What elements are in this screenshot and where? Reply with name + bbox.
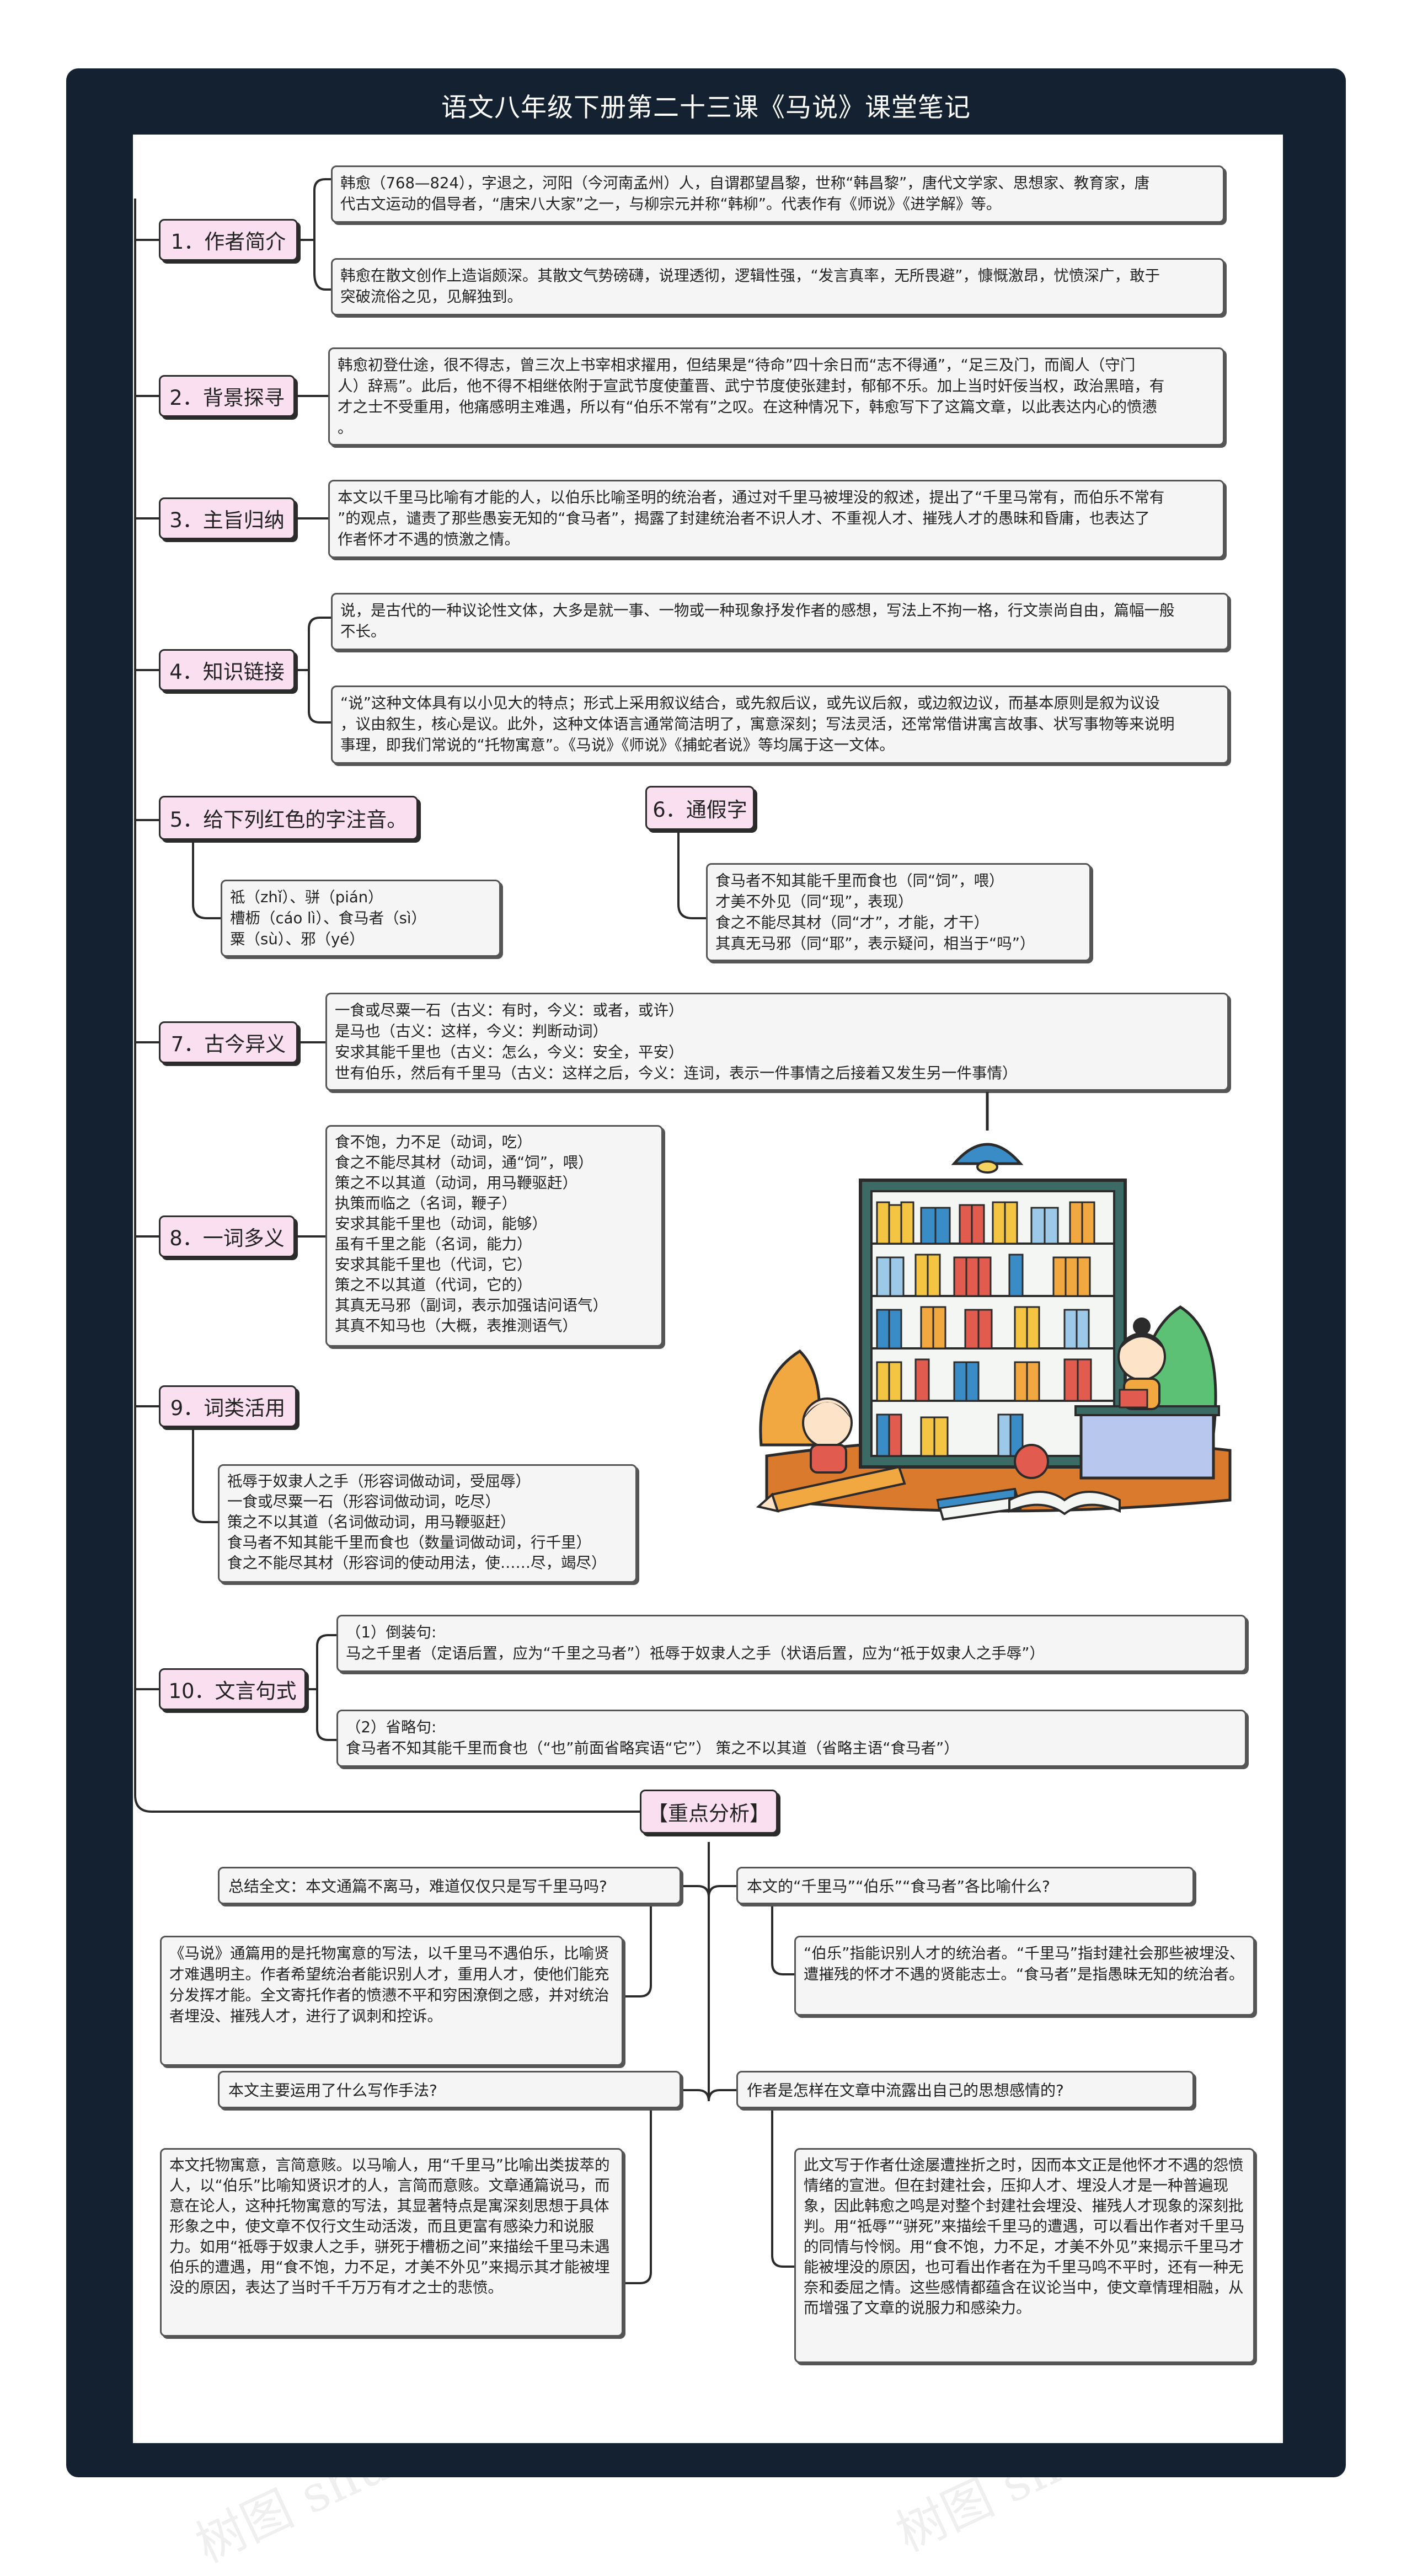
analysis-question[interactable]: 作者是怎样在文章中流露出自己的思想感情的? [736, 2071, 1194, 2108]
topic-polysemy[interactable]: 8．一词多义 [159, 1215, 295, 1257]
topic-theme[interactable]: 3．主旨归纳 [159, 497, 295, 539]
topic-background[interactable]: 2．背景探寻 [159, 375, 295, 417]
topic-label: 【重点分析】 [648, 1802, 770, 1825]
note-card: 本文以千里马比喻有才能的人，以伯乐比喻圣明的统治者，通过对千里马被埋没的叙述，提… [328, 480, 1224, 558]
analysis-question[interactable]: 本文主要运用了什么写作手法? [218, 2071, 681, 2108]
note-line: 槽枥（cáo lì）、食马者（sì） [230, 909, 427, 927]
note-card: （2）省略句: 食马者不知其能千里而食也（“也”前面省略宾语“它”） 策之不以其… [336, 1710, 1247, 1767]
note-line: 食之不能尽其材（形容词的使动用法，使……尽，竭尽） [227, 1554, 607, 1572]
note-line: 食马者不知其能千里而食也（同“饲”，喂） [715, 872, 1004, 890]
topic-label: 9．词类活用 [170, 1396, 286, 1420]
note-line: ，议由叙生，核心是议。此外，这种文体语言通常简洁明了，寓意深刻；写法灵活，还常常… [340, 715, 1175, 733]
note-line: 策之不以其道（名词做动词，用马鞭驱赶） [227, 1513, 516, 1531]
note-card: 说，是古代的一种议论性文体，大多是就一事、一物或一种现象抒发作者的感想，写法上不… [331, 593, 1229, 650]
note-card: “说”这种文体具有以小见大的特点；形式上采用叙议结合，或先叙后议，或先议后叙，或… [331, 685, 1229, 764]
note-line: 马之千里者（定语后置，应为“千里之马者”）祗辱于奴隶人之手（状语后置，应为“祗于… [346, 1645, 1045, 1662]
note-line: 其真无马邪（同“耶”，表示疑问，相当于“吗”） [715, 935, 1035, 952]
analysis-question[interactable]: 本文的“千里马”“伯乐”“食马者”各比喻什么? [736, 1867, 1194, 1904]
note-card: 一食或尽粟一石（古义：有时，今义：或者，或许） 是马也（古义：这样，今义：判断动… [325, 993, 1229, 1091]
note-line: 是马也（古义：这样，今义：判断动词） [335, 1022, 608, 1040]
note-line: ”的观点，谴责了那些愚妄无知的“食马者”，揭露了封建统治者不识人才、不重视人才、… [338, 510, 1150, 527]
topic-label: 2．背景探寻 [169, 386, 285, 410]
topic-label: 3．主旨归纳 [169, 508, 285, 532]
note-card: 祗辱于奴隶人之手（形容词做动词，受屈辱） 一食或尽粟一石（形容词做动词，吃尽） … [218, 1464, 637, 1583]
note-line: 才美不外见（同“现”，表现） [715, 893, 913, 911]
note-line: 世有伯乐，然后有千里马（古义：这样之后，今义：连词，表示一件事情之后接着又发生另… [335, 1064, 1018, 1082]
note-line: 人）辞焉”。此后，他不得不相继依附于宣武节度使董晋、武宁节度使张建封，郁郁不乐。… [338, 377, 1165, 395]
note-line: 。 [338, 419, 353, 437]
page-title: 语文八年级下册第二十三课《马说》课堂笔记 [441, 93, 971, 123]
note-line: 食之不能尽其材（同“才”，才能，才干） [715, 914, 989, 931]
topic-label: 7．古今异义 [170, 1032, 286, 1056]
note-card: 韩愈（768—824），字退之，河阳（今河南孟州）人，自谓郡望昌黎，世称“韩昌黎… [331, 165, 1224, 223]
note-line: 代古文运动的倡导者，“唐宋八大家”之一，与柳宗元并称“韩柳”。代表作有《师说》《… [340, 195, 1002, 213]
note-line: 突破流俗之见，见解独到。 [340, 288, 522, 306]
note-card: 食不饱，力不足（动词，吃） 食之不能尽其材（动词，通“饲”，喂） 策之不以其道（… [325, 1125, 663, 1347]
note-line: 食马者不知其能千里而食也（“也”前面省略宾语“它”） 策之不以其道（省略主语“食… [346, 1739, 959, 1757]
topic-interchangeable-chars[interactable]: 6．通假字 [645, 786, 755, 830]
note-line: 一食或尽粟一石（形容词做动词，吃尽） [227, 1493, 500, 1511]
topic-word-class-shift[interactable]: 9．词类活用 [159, 1385, 297, 1427]
note-line: 虽有千里之能（名词，能力） [335, 1235, 532, 1253]
analysis-answer: 此文写于作者仕途屡遭挫折之时，因而本文正是他怀才不遇的怨愤情绪的宣泄。但在封建社… [794, 2148, 1255, 2363]
note-line: 韩愈（768—824），字退之，河阳（今河南孟州）人，自谓郡望昌黎，世称“韩昌黎… [340, 174, 1150, 192]
note-line: 不长。 [340, 623, 386, 640]
note-line: 祗辱于奴隶人之手（形容词做动词，受屈辱） [227, 1472, 531, 1490]
note-line: 食马者不知其能千里而食也（数量词做动词，行千里） [227, 1534, 591, 1551]
note-line: 事理，即我们常说的“托物寓意”。《马说》《师说》《捕蛇者说》等均属于这一文体。 [340, 736, 895, 754]
note-line: 食之不能尽其材（动词，通“饲”，喂） [335, 1154, 593, 1171]
note-line: 本文以千里马比喻有才能的人，以伯乐比喻圣明的统治者，通过对千里马被埋没的叙述，提… [338, 489, 1165, 506]
library-illustration [756, 1092, 1232, 1521]
note-line: 祗（zhǐ）、骈（pián） [230, 888, 383, 906]
note-line: 其真无马邪（副词，表示加强诘问语气） [335, 1297, 608, 1314]
note-line: “说”这种文体具有以小见大的特点；形式上采用叙议结合，或先叙后议，或先议后叙，或… [340, 694, 1160, 712]
topic-label: 5．给下列红色的字注音。 [169, 808, 408, 832]
note-card: 祗（zhǐ）、骈（pián） 槽枥（cáo lì）、食马者（sì） 粟（sù）、… [221, 880, 501, 957]
note-line: 其真不知马也（大概，表推测语气） [335, 1317, 577, 1335]
note-card: （1）倒装句: 马之千里者（定语后置，应为“千里之马者”）祗辱于奴隶人之手（状语… [336, 1615, 1247, 1672]
note-line: 说，是古代的一种议论性文体，大多是就一事、一物或一种现象抒发作者的感想，写法上不… [340, 602, 1175, 619]
topic-sentence-patterns[interactable]: 10．文言句式 [159, 1668, 306, 1710]
analysis-question[interactable]: 总结全文：本文通篇不离马，难道仅仅只是写千里马吗? [218, 1867, 681, 1904]
note-line: 作者怀才不遇的愤激之情。 [338, 531, 520, 548]
analysis-answer: 本文托物寓意，言简意赅。以马喻人，用“千里马”比喻出类拔萃的人，以“伯乐”比喻知… [160, 2148, 623, 2337]
topic-author-intro[interactable]: 1．作者简介 [159, 219, 298, 261]
note-line: （2）省略句: [346, 1718, 437, 1736]
note-card: 韩愈初登仕途，很不得志，曾三次上书宰相求擢用，但结果是“待命”四十余日而“志不得… [328, 347, 1224, 446]
note-card: 食马者不知其能千里而食也（同“饲”，喂） 才美不外见（同“现”，表现） 食之不能… [706, 863, 1091, 961]
topic-label: 10．文言句式 [168, 1679, 297, 1703]
analysis-answer: 《马说》通篇用的是托物寓意的写法，以千里马不遇伯乐，比喻贤才难遇明主。作者希望统… [160, 1936, 623, 2066]
topic-label: 4．知识链接 [169, 660, 285, 684]
note-card: 韩愈在散文创作上造诣颇深。其散文气势磅礴，说理透彻，逻辑性强，“发言真率，无所畏… [331, 258, 1224, 315]
note-line: 安求其能千里也（动词，能够） [335, 1215, 547, 1233]
analysis-answer: “伯乐”指能识别人才的统治者。“千里马”指封建社会那些被埋没、遭摧残的怀才不遇的… [794, 1936, 1255, 2016]
note-line: 韩愈在散文创作上造诣颇深。其散文气势磅礴，说理透彻，逻辑性强，“发言真率，无所畏… [340, 267, 1160, 285]
topic-key-analysis[interactable]: 【重点分析】 [640, 1790, 778, 1834]
note-line: 策之不以其道（动词，用马鞭驱赶） [335, 1174, 577, 1192]
topic-ancient-modern-meaning[interactable]: 7．古今异义 [159, 1021, 298, 1063]
topic-label: 8．一词多义 [169, 1227, 285, 1250]
note-line: 粟（sù）、邪（yé） [230, 930, 365, 948]
note-line: 一食或尽粟一石（古义：有时，今义：或者，或许） [335, 1002, 684, 1019]
topic-label: 6．通假字 [652, 798, 747, 822]
note-line: 安求其能千里也（代词，它） [335, 1256, 532, 1273]
note-line: （1）倒装句: [346, 1624, 437, 1641]
note-line: 韩愈初登仕途，很不得志，曾三次上书宰相求擢用，但结果是“待命”四十余日而“志不得… [338, 356, 1136, 374]
note-line: 安求其能千里也（古义：怎么，今义：安全，平安） [335, 1043, 684, 1061]
topic-label: 1．作者简介 [170, 230, 286, 254]
note-line: 才之士不受重用，他痛感明主难遇，所以有“伯乐不常有”之叹。在这种情况下，韩愈写下… [338, 398, 1157, 416]
note-line: 执策而临之（名词，鞭子） [335, 1195, 517, 1212]
note-line: 食不饱，力不足（动词，吃） [335, 1133, 532, 1151]
topic-knowledge[interactable]: 4．知识链接 [159, 649, 295, 691]
topic-pronunciation[interactable]: 5．给下列红色的字注音。 [159, 796, 418, 840]
note-line: 策之不以其道（代词，它的） [335, 1276, 532, 1294]
